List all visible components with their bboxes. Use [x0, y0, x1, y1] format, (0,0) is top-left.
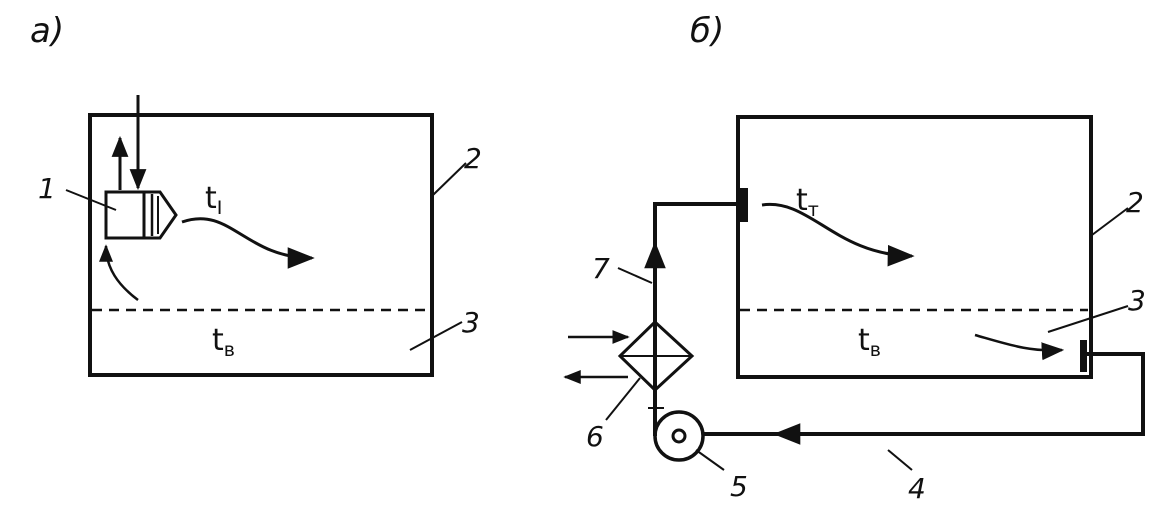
supply-duct [653, 202, 740, 410]
temp-upper-b: tт [796, 183, 819, 221]
temp-upper-a: tI [205, 181, 222, 219]
heat-exchanger-icon [617, 319, 695, 412]
panel-b-caption: б) [690, 11, 724, 51]
room-b [736, 115, 1093, 379]
air-jet-arrow-a [181, 217, 315, 269]
label-3-a: 3 [462, 306, 480, 339]
air-unit-icon [104, 190, 178, 240]
label-4: 4 [908, 472, 926, 505]
fan-icon [653, 410, 705, 462]
label-2-a: 2 [464, 142, 482, 175]
air-jet-arrow-b [761, 202, 915, 267]
label-6: 6 [586, 420, 604, 453]
temp-lower-b: tв [858, 323, 881, 361]
label-3-b: 3 [1128, 284, 1146, 317]
exhaust-flow-arrow [974, 333, 1065, 361]
label-7: 7 [592, 252, 610, 285]
label-2-b: 2 [1126, 186, 1144, 219]
return-duct [702, 352, 1145, 436]
label-5: 5 [730, 470, 748, 503]
room-a [88, 113, 434, 377]
temp-lower-a: tв [212, 323, 235, 361]
label-1: 1 [38, 172, 56, 205]
supply-grille [740, 188, 748, 222]
recirculation-arrow [99, 244, 139, 301]
panel-a-caption: a) [30, 11, 64, 51]
panel-b: б) [563, 11, 1146, 505]
panel-a: a) tI tв 1 2 3 [30, 11, 482, 377]
exhaust-grille [1080, 340, 1087, 372]
